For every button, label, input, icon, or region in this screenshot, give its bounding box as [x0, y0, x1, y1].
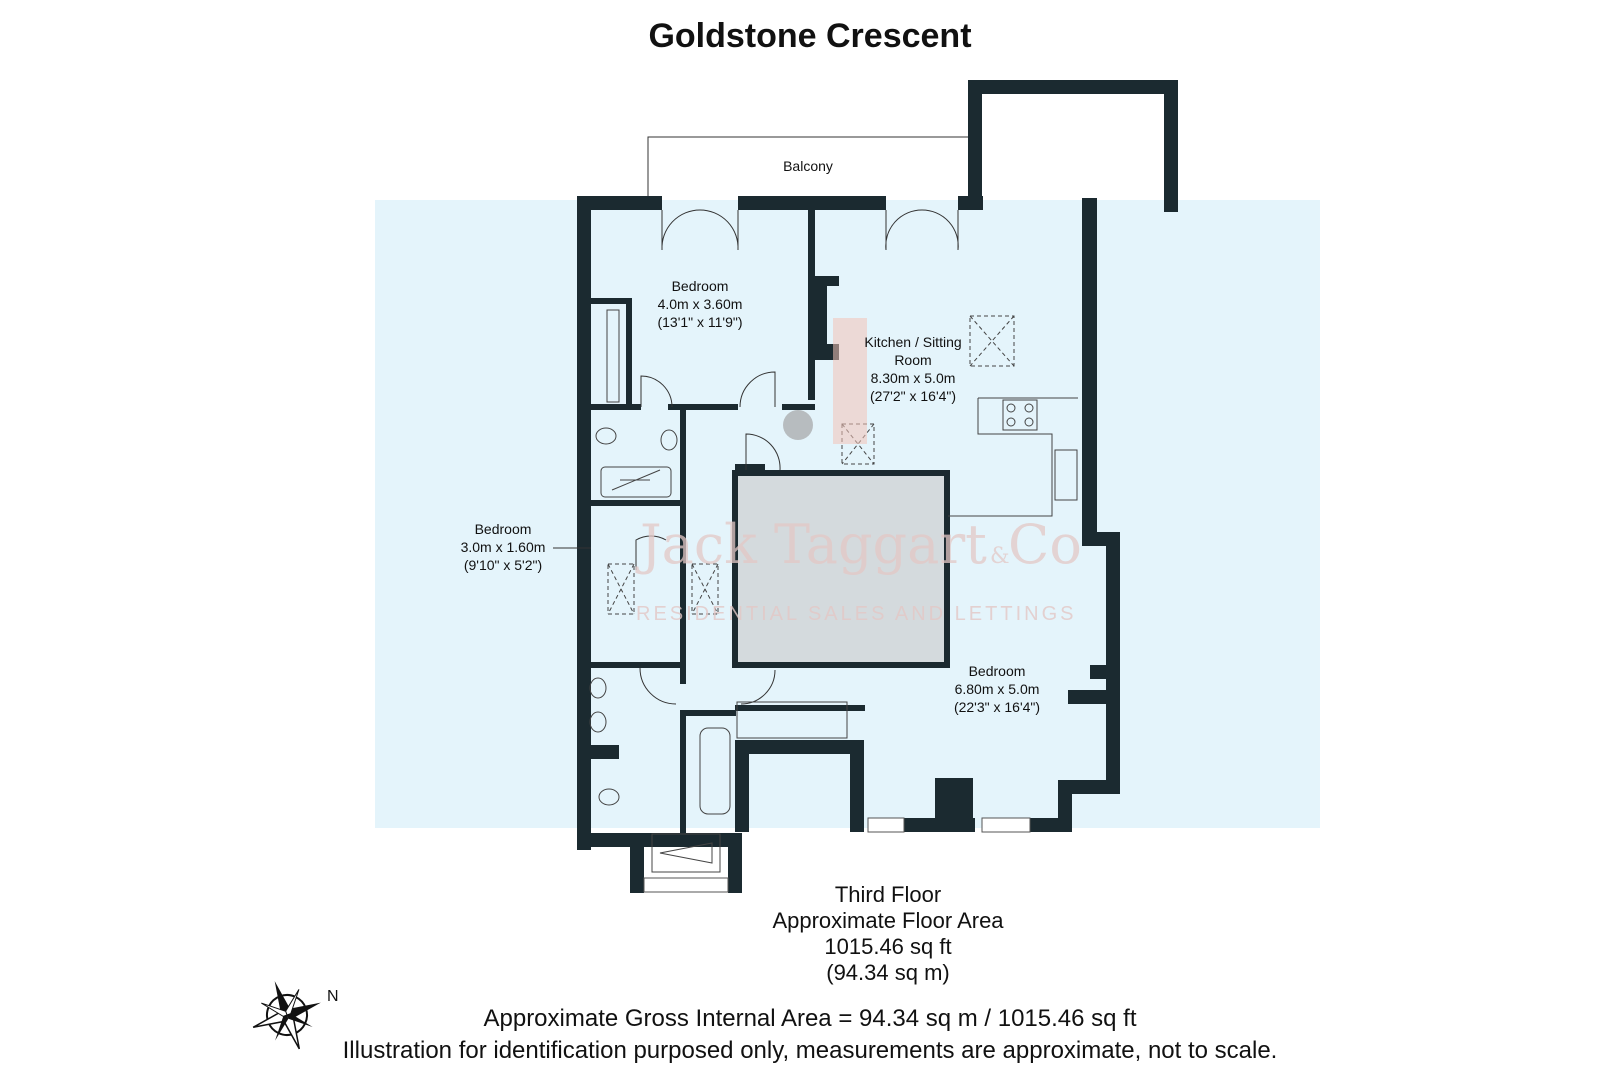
- svg-text:Room: Room: [894, 352, 931, 368]
- floor-info: Third Floor Approximate Floor Area 1015.…: [723, 882, 1053, 986]
- disclaimer: Illustration for identification purposed…: [342, 1037, 1278, 1064]
- floor-area-sqft: 1015.46 sq ft: [824, 934, 952, 959]
- internal-doors: [635, 371, 781, 705]
- svg-text:8.30m x 5.0m: 8.30m x 5.0m: [871, 370, 956, 386]
- interior-walls: [591, 210, 865, 840]
- svg-text:Kitchen / Sitting: Kitchen / Sitting: [864, 334, 961, 350]
- svg-text:Co: Co: [1008, 513, 1082, 576]
- balcony-label: Balcony: [783, 158, 833, 174]
- svg-text:(22'3" x 16'4"): (22'3" x 16'4"): [954, 699, 1040, 715]
- svg-text:(9'10" x 5'2"): (9'10" x 5'2"): [464, 557, 542, 573]
- compass-icon: N: [252, 981, 339, 1050]
- column: [783, 410, 813, 440]
- svg-text:RESIDENTIAL SALES AND LETTINGS: RESIDENTIAL SALES AND LETTINGS: [636, 603, 1076, 625]
- watermark-bar: [833, 318, 867, 444]
- gross-area: Approximate Gross Internal Area = 94.34 …: [483, 1005, 1137, 1032]
- chimney: [937, 665, 1106, 818]
- french-doors: [661, 209, 959, 251]
- svg-text:Bedroom: Bedroom: [672, 278, 729, 294]
- svg-text:Bedroom: Bedroom: [969, 663, 1026, 679]
- fixtures: [589, 309, 1078, 873]
- room-kitchen: Kitchen / Sitting Room 8.30m x 5.0m (27'…: [864, 334, 961, 404]
- room-bedroom-2: Bedroom 3.0m x 1.60m (9'10" x 5'2"): [461, 521, 591, 573]
- windows: [643, 817, 1031, 893]
- floor-area-sqm: (94.34 sq m): [826, 960, 950, 985]
- floor-area-label: Approximate Floor Area: [772, 908, 1004, 933]
- svg-text:6.80m x 5.0m: 6.80m x 5.0m: [955, 681, 1040, 697]
- svg-text:4.0m x 3.60m: 4.0m x 3.60m: [658, 296, 743, 312]
- svg-text:3.0m x 1.60m: 3.0m x 1.60m: [461, 539, 546, 555]
- watermark: Jack Taggart & Co RESIDENTIAL SALES AND …: [635, 513, 1082, 625]
- svg-text:(27'2" x 16'4"): (27'2" x 16'4"): [870, 388, 956, 404]
- balcony-outline: [647, 136, 975, 198]
- compass-north-label: N: [327, 988, 339, 1005]
- balcony-store-wall: [968, 80, 1178, 212]
- svg-text:Jack Taggart: Jack Taggart: [635, 513, 987, 576]
- svg-text:Bedroom: Bedroom: [475, 521, 532, 537]
- lift-core: [732, 470, 950, 668]
- floor-name: Third Floor: [834, 882, 942, 907]
- svg-text:(13'1" x 11'9"): (13'1" x 11'9"): [657, 314, 742, 330]
- svg-text:&: &: [990, 544, 1010, 569]
- outer-walls: [577, 196, 1120, 893]
- plan-title: Goldstone Crescent: [648, 17, 972, 55]
- room-bedroom-3: Bedroom 6.80m x 5.0m (22'3" x 16'4"): [954, 663, 1040, 715]
- room-bedroom-1: Bedroom 4.0m x 3.60m (13'1" x 11'9"): [657, 278, 742, 330]
